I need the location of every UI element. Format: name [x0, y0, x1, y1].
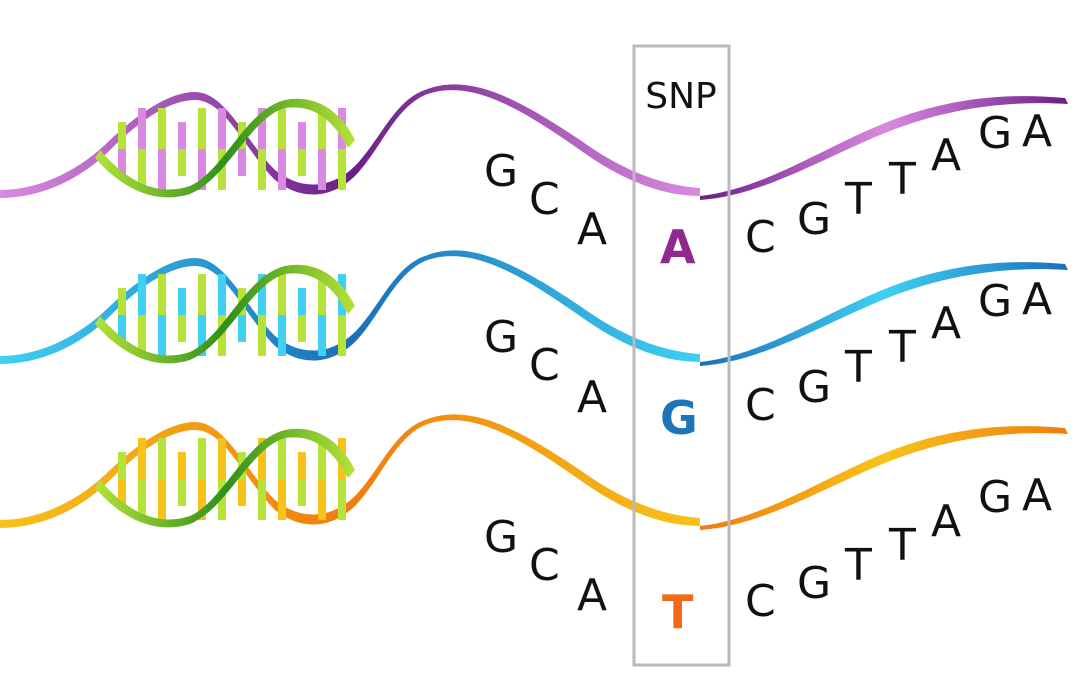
base-before-2: C [529, 174, 560, 225]
snp-label: SNP [645, 76, 717, 117]
base-after-7: A [1022, 106, 1052, 157]
snp-highlight: SNP [632, 44, 731, 667]
base-after-3: T [844, 540, 872, 591]
base-after-2: G [797, 362, 831, 413]
strand-3-helix [95, 428, 355, 528]
strand-2-ribbon [0, 250, 1068, 366]
snp-base-2: G [660, 391, 698, 445]
base-after-1: C [745, 380, 776, 431]
snp-box [632, 44, 731, 667]
base-before-1: G [484, 312, 518, 363]
base-after-2: G [797, 194, 831, 245]
base-after-2: G [797, 558, 831, 609]
strand-2: G C A G C G T T A G A [0, 250, 1068, 445]
base-before-2: C [529, 340, 560, 391]
strand-1-helix [95, 98, 355, 198]
base-after-4: T [888, 154, 916, 205]
strand-2-sequence: G C A G C G T T A G A [484, 274, 1052, 445]
base-after-1: C [745, 212, 776, 263]
base-after-5: A [931, 130, 961, 181]
base-after-6: G [978, 276, 1012, 327]
base-before-3: A [577, 372, 607, 423]
base-before-3: A [577, 204, 607, 255]
base-after-7: A [1022, 274, 1052, 325]
strand-3-sequence: G C A T C G T T A G A [484, 470, 1052, 639]
base-after-4: T [888, 520, 916, 571]
strand-2-helix [95, 264, 355, 364]
base-before-1: G [484, 146, 518, 197]
base-after-6: G [978, 108, 1012, 159]
strand-3-ribbon [0, 414, 1068, 530]
base-after-4: T [888, 322, 916, 373]
base-after-1: C [745, 576, 776, 627]
base-before-2: C [529, 540, 560, 591]
base-after-7: A [1022, 470, 1052, 521]
base-after-5: A [931, 496, 961, 547]
base-before-1: G [484, 512, 518, 563]
base-after-5: A [931, 298, 961, 349]
base-after-3: T [844, 174, 872, 225]
snp-base-1: A [660, 220, 696, 274]
strand-1: G C A A C G T T A G A [0, 84, 1068, 274]
base-after-3: T [844, 342, 872, 393]
strand-3: G C A T C G T T A G A [0, 414, 1068, 639]
base-before-3: A [577, 570, 607, 621]
strand-1-sequence: G C A A C G T T A G A [484, 106, 1052, 274]
strand-1-ribbon [0, 84, 1068, 200]
snp-base-3: T [662, 585, 694, 639]
base-after-6: G [978, 472, 1012, 523]
